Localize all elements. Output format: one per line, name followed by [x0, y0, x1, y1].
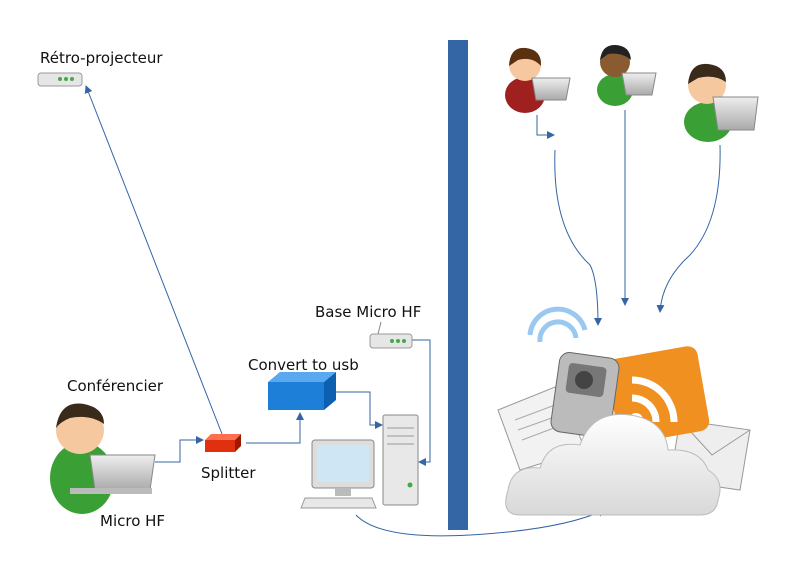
arrow-pc-to-cloud: [355, 509, 606, 537]
splitter-box-icon: [205, 434, 241, 452]
arrow-splitter-to-converter: [246, 412, 304, 444]
base-micro-icon: [369, 321, 413, 349]
micro-label: Micro HF: [100, 512, 166, 530]
converter-label: Convert to usb: [248, 356, 359, 374]
projector-icon: [37, 72, 83, 87]
speaker-label: Conférencier: [67, 377, 164, 395]
arrow-user1-cloud: [554, 149, 602, 326]
arrow-speaker-to-splitter: [155, 436, 204, 463]
arrow-user1: [536, 115, 555, 139]
arrow-user3-cloud: [656, 144, 721, 313]
arrow-splitter-to-projector: [84, 85, 223, 435]
arrow-base-to-pc: [412, 339, 431, 466]
base-micro-label: Base Micro HF: [315, 303, 422, 321]
computer-icon: [300, 414, 419, 509]
projector-label: Rétro-projecteur: [40, 49, 163, 67]
arrow-converter-to-pc: [336, 391, 383, 429]
connectors: [84, 85, 721, 537]
remote-user-3-icon: [684, 63, 759, 142]
converter-box-icon: [268, 372, 336, 410]
splitter-label: Splitter: [201, 464, 256, 482]
remote-user-2-icon: [597, 44, 657, 106]
speaker-person-icon: [50, 403, 156, 514]
remote-user-1-icon: [505, 47, 571, 113]
divider-bar: [448, 40, 468, 530]
internet-cloud-icon: [497, 306, 751, 516]
